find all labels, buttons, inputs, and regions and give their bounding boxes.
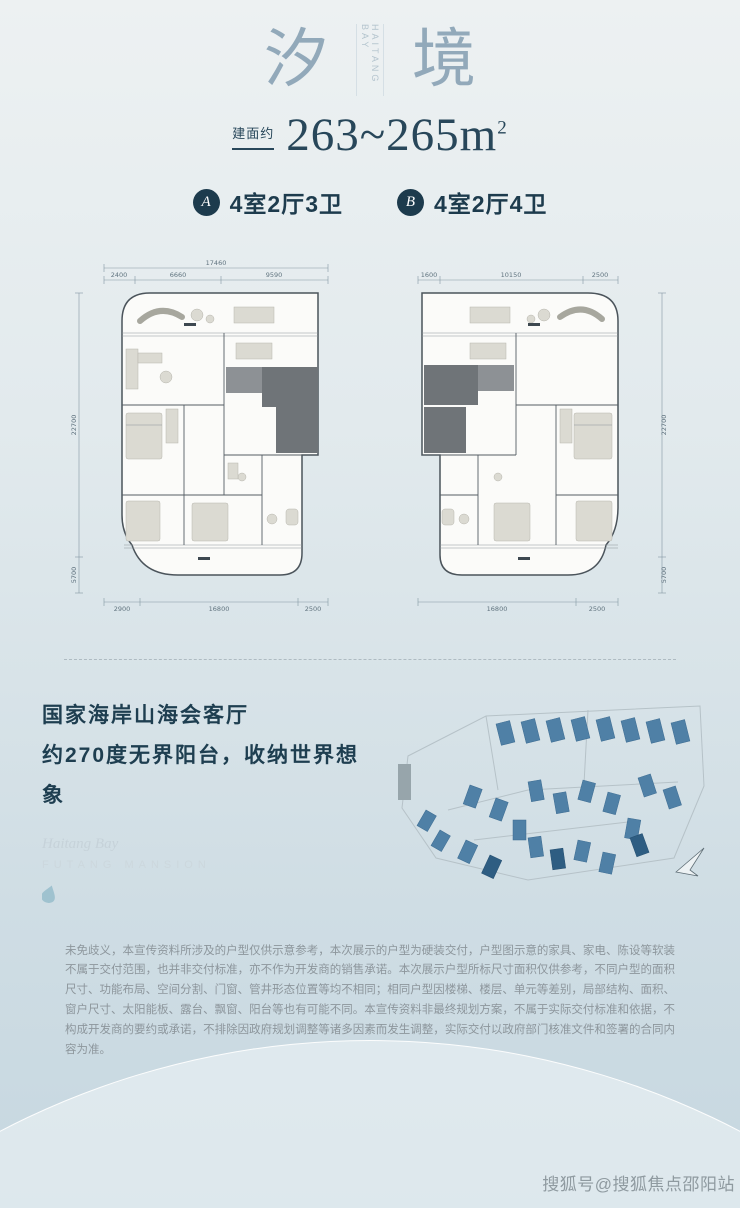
svg-text:5700: 5700 <box>660 567 668 584</box>
siteplan-map <box>398 705 705 881</box>
brand-drop-icon <box>41 885 362 908</box>
area-label: 建面约 <box>232 123 275 150</box>
svg-text:5700: 5700 <box>70 567 78 584</box>
plan-b-balcony-label-mark <box>528 323 540 326</box>
title-block: 汐 HAITANG BAY 境 <box>0 0 740 96</box>
svg-text:2900: 2900 <box>114 605 131 613</box>
svg-text:17460: 17460 <box>206 259 227 267</box>
svg-text:16800: 16800 <box>487 605 508 613</box>
svg-text:22700: 22700 <box>660 415 668 436</box>
svg-text:1600: 1600 <box>421 271 438 279</box>
dashed-divider <box>64 659 676 660</box>
plan-a-dim-top-segments: 2400 6660 9590 <box>103 271 329 284</box>
tagline-block: 国家海岸山海会客厅 约270度无界阳台，收纳世界想象 Haitang Bay F… <box>41 690 362 908</box>
badge-unit-b: B 4室2厅4卫 <box>397 185 547 219</box>
plan-b-balcony-table <box>469 306 511 324</box>
plan-a-bed-2 <box>125 500 161 542</box>
plan-a-bath-fixture <box>266 513 278 525</box>
badge-a-label: 4室2厅3卫 <box>229 191 343 217</box>
svg-text:2500: 2500 <box>592 271 609 279</box>
plan-a-core-shaft <box>262 367 318 407</box>
siteplan-column <box>362 690 714 908</box>
badge-b-label: 4室2厅4卫 <box>434 191 548 217</box>
plan-b-dim-right: 22700 5700 <box>658 292 668 594</box>
siteplan-buildings <box>416 716 691 879</box>
plan-b-bed-master <box>573 412 613 460</box>
tagline-line-2: 约270度无界阳台，收纳世界想象 <box>42 743 360 807</box>
plan-a-balcony-table <box>233 306 275 324</box>
plan-a-balcony-label-mark <box>184 323 196 326</box>
svg-text:2500: 2500 <box>305 605 322 613</box>
plan-b-dining-table <box>469 342 507 360</box>
plan-b-core-shaft <box>424 365 478 405</box>
floorplan-a: 17460 2400 6660 9590 22700 5700 <box>70 259 329 613</box>
plan-a-bed-3 <box>191 502 229 542</box>
title-char-1: 汐 <box>264 23 328 97</box>
floorplan-b: 1600 10150 2500 22700 5700 16800 2500 <box>417 271 668 613</box>
plan-b-wardrobe <box>559 408 573 444</box>
svg-text:16800: 16800 <box>209 605 230 613</box>
svg-text:2400: 2400 <box>111 271 128 279</box>
content-row: 国家海岸山海会客厅 约270度无界阳台，收纳世界想象 Haitang Bay F… <box>0 660 740 908</box>
plan-b-bath-fixture <box>458 513 470 525</box>
plan-b-bottom-label-mark <box>518 557 530 560</box>
plan-b-dim-top-segments: 1600 10150 2500 <box>417 271 619 284</box>
plan-a-bottom-label-mark <box>198 557 210 560</box>
area-number: 263~265m <box>286 109 498 161</box>
plan-a-dim-bottom: 2900 16800 2500 <box>103 598 329 613</box>
badge-unit-a: A 4室2厅3卫 <box>192 185 343 219</box>
plan-a-dim-top-total: 17460 <box>103 259 329 272</box>
area-value: 263~265m2 <box>286 112 508 159</box>
svg-text:2500: 2500 <box>589 605 606 613</box>
plan-b-bed-3 <box>493 502 531 542</box>
title-char-2: 境 <box>412 23 476 97</box>
title-vertical-text: HAITANG BAY <box>356 24 384 96</box>
plan-b-body <box>421 292 619 576</box>
plan-a-curved-sofa <box>137 308 185 324</box>
plan-b-bed-2 <box>575 500 613 542</box>
floorplans-row: 17460 2400 6660 9590 22700 5700 <box>0 257 740 613</box>
siteplan-label-plate <box>398 764 411 800</box>
sohu-watermark: 搜狐号@搜狐焦点邵阳站 <box>542 1175 735 1194</box>
siteplan-roads <box>401 705 705 881</box>
svg-text:10150: 10150 <box>501 271 522 279</box>
brand-script-text: Haitang Bay <box>42 835 119 852</box>
plan-a-bed-master <box>125 412 163 460</box>
compass-icon <box>675 847 705 877</box>
area-superscript: 2 <box>497 117 508 139</box>
svg-text:6660: 6660 <box>170 271 187 279</box>
tagline-line-1: 国家海岸山海会客厅 <box>42 704 249 727</box>
plan-a-sofa <box>125 348 139 390</box>
badge-a-circle: A <box>192 188 220 216</box>
plan-a-wardrobe <box>165 408 179 444</box>
plan-b-dim-bottom: 16800 2500 <box>417 598 619 613</box>
plan-b-curved-sofa <box>557 306 605 322</box>
svg-text:9590: 9590 <box>266 271 283 279</box>
badge-b-circle: B <box>397 188 424 216</box>
unit-badges: A 4室2厅3卫 B 4室2厅4卫 <box>0 185 740 219</box>
brand-caps-text: FUTANG MANSION <box>42 858 211 871</box>
plan-a-dining-table <box>235 342 273 360</box>
area-line: 建面约 263~265m2 <box>0 112 740 159</box>
svg-text:22700: 22700 <box>70 415 78 436</box>
plan-a-body <box>121 292 319 576</box>
plan-a-dim-left: 22700 5700 <box>70 292 83 594</box>
disclaimer-text: 未免歧义，本宣传资料所涉及的户型仅供示意参考，本次展示的户型为硬装交付，户型图示… <box>65 944 675 1056</box>
plan-a-coffee-table <box>159 370 173 384</box>
